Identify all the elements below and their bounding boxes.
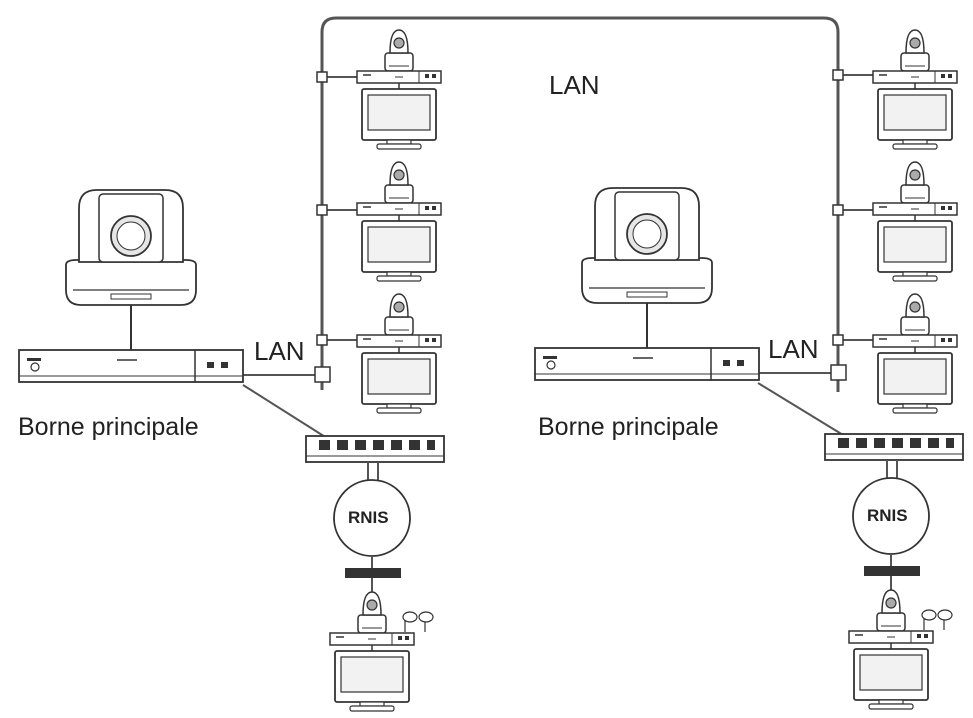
right-junction-1-icon — [832, 69, 844, 81]
left-terminal-1 — [356, 29, 442, 150]
left-junction-3-icon — [316, 334, 328, 346]
left-microphones-icon — [402, 611, 434, 632]
rnis-right-label: RNIS — [867, 506, 908, 525]
right-terminal-1 — [872, 29, 958, 150]
right-junction-2-icon — [832, 204, 844, 216]
main-terminal-left-label: Borne principale — [18, 413, 199, 441]
right-lan-branches — [757, 74, 876, 439]
rnis-left-label: RNIS — [348, 508, 389, 527]
right-junction-3-icon — [832, 334, 844, 346]
left-remote-terminal — [329, 591, 415, 712]
lan-left-label: LAN — [254, 336, 305, 366]
lan-right-label: LAN — [768, 334, 819, 364]
left-hub-icon — [305, 435, 445, 463]
left-junction-1-icon — [316, 71, 328, 83]
right-isdn-adapter-icon — [864, 566, 920, 576]
left-terminal-2 — [356, 161, 442, 282]
right-main-terminal — [534, 187, 760, 381]
right-terminal-2 — [872, 161, 958, 282]
right-hub-icon — [824, 433, 964, 461]
left-terminal-3 — [356, 293, 442, 414]
right-remote-terminal — [848, 589, 934, 710]
lan-top-label: LAN — [549, 70, 600, 100]
left-junction-2-icon — [316, 204, 328, 216]
right-microphones-icon — [921, 609, 953, 630]
left-main-junction-icon — [314, 366, 331, 383]
left-isdn-adapter-icon — [345, 568, 401, 578]
right-terminal-3 — [872, 293, 958, 414]
right-main-junction-icon — [830, 364, 847, 381]
left-main-terminal — [18, 189, 244, 383]
left-lan-branches — [242, 76, 358, 441]
main-terminal-right-label: Borne principale — [538, 413, 719, 441]
lan-backbone — [320, 16, 840, 392]
